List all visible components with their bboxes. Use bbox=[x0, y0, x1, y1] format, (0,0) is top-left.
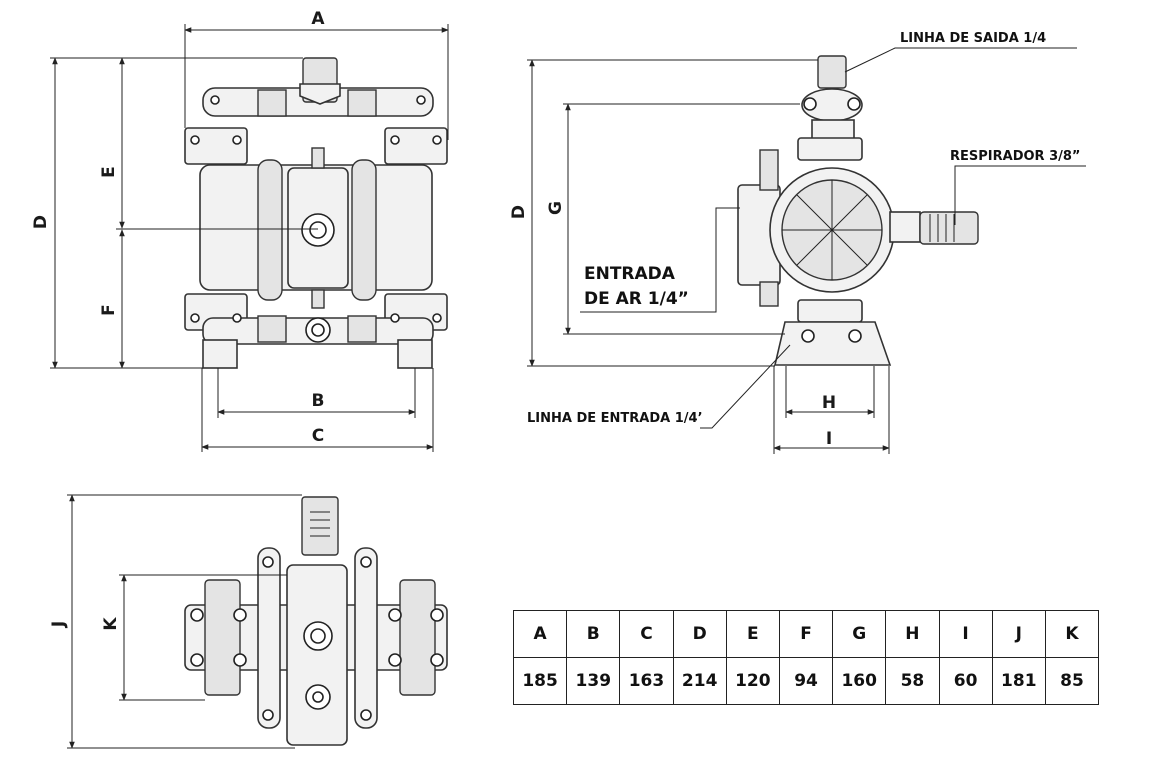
dim-h-label: H bbox=[822, 393, 836, 413]
dim-c-label: C bbox=[312, 426, 324, 446]
table-header-cell: I bbox=[938, 610, 993, 658]
table-header-cell: K bbox=[1044, 610, 1100, 658]
outlet-leader bbox=[844, 47, 1077, 73]
top-view-dimensions: J K bbox=[49, 494, 302, 749]
dim-d-side-label: D bbox=[509, 205, 529, 219]
table-value-cell: 94 bbox=[778, 657, 834, 705]
table-header-cell: C bbox=[619, 610, 674, 658]
air-inlet-callout-line1: ENTRADA bbox=[584, 264, 675, 284]
dim-g-label: G bbox=[546, 201, 566, 215]
dim-k-label: K bbox=[101, 617, 121, 631]
dim-d-label: D bbox=[31, 215, 51, 229]
side-view bbox=[737, 55, 979, 366]
dim-a-label: A bbox=[311, 9, 325, 29]
outlet-line-callout: LINHA DE SAIDA 1/4 bbox=[900, 31, 1047, 46]
table-header-cell: F bbox=[778, 610, 834, 658]
breather-leader bbox=[954, 165, 1086, 225]
dim-e-label: E bbox=[99, 166, 119, 178]
table-value-cell: 163 bbox=[619, 657, 674, 705]
table-value-cell: 120 bbox=[725, 657, 780, 705]
dimensions-table: A B C D E F G H I J K 185 139 163 214 12… bbox=[512, 610, 1100, 705]
inlet-leader bbox=[700, 344, 791, 429]
table-header-cell: E bbox=[725, 610, 780, 658]
table-header-cell: A bbox=[512, 610, 568, 658]
dim-j-label: J bbox=[49, 621, 69, 628]
table-value-cell: 160 bbox=[832, 657, 887, 705]
table-value-cell: 58 bbox=[885, 657, 940, 705]
table-value-cell: 181 bbox=[991, 657, 1046, 705]
table-value-cell: 214 bbox=[672, 657, 727, 705]
table-value-row: 185 139 163 214 120 94 160 58 60 181 85 bbox=[512, 657, 1100, 705]
air-inlet-callout-line2: DE AR 1/4” bbox=[584, 289, 689, 309]
breather-callout: RESPIRADOR 3/8” bbox=[950, 149, 1081, 164]
table-value-cell: 85 bbox=[1044, 657, 1100, 705]
table-header-cell: J bbox=[991, 610, 1046, 658]
table-value-cell: 60 bbox=[938, 657, 993, 705]
front-view bbox=[184, 57, 448, 369]
table-header-cell: G bbox=[832, 610, 887, 658]
table-header-cell: H bbox=[885, 610, 940, 658]
inlet-line-callout: LINHA DE ENTRADA 1/4’ bbox=[527, 411, 703, 426]
top-view bbox=[184, 496, 448, 746]
table-value-cell: 185 bbox=[512, 657, 568, 705]
table-header-row: A B C D E F G H I J K bbox=[512, 610, 1100, 658]
dim-f-label: F bbox=[99, 304, 119, 316]
table-header-cell: D bbox=[672, 610, 727, 658]
air-inlet-leader bbox=[580, 207, 740, 313]
dim-b-label: B bbox=[312, 391, 325, 411]
table-header-cell: B bbox=[566, 610, 621, 658]
dim-i-label: I bbox=[826, 429, 832, 449]
front-view-dimensions: A B C D E F bbox=[31, 9, 449, 452]
side-view-dimensions: D G H I bbox=[509, 47, 1086, 454]
table-value-cell: 139 bbox=[566, 657, 621, 705]
